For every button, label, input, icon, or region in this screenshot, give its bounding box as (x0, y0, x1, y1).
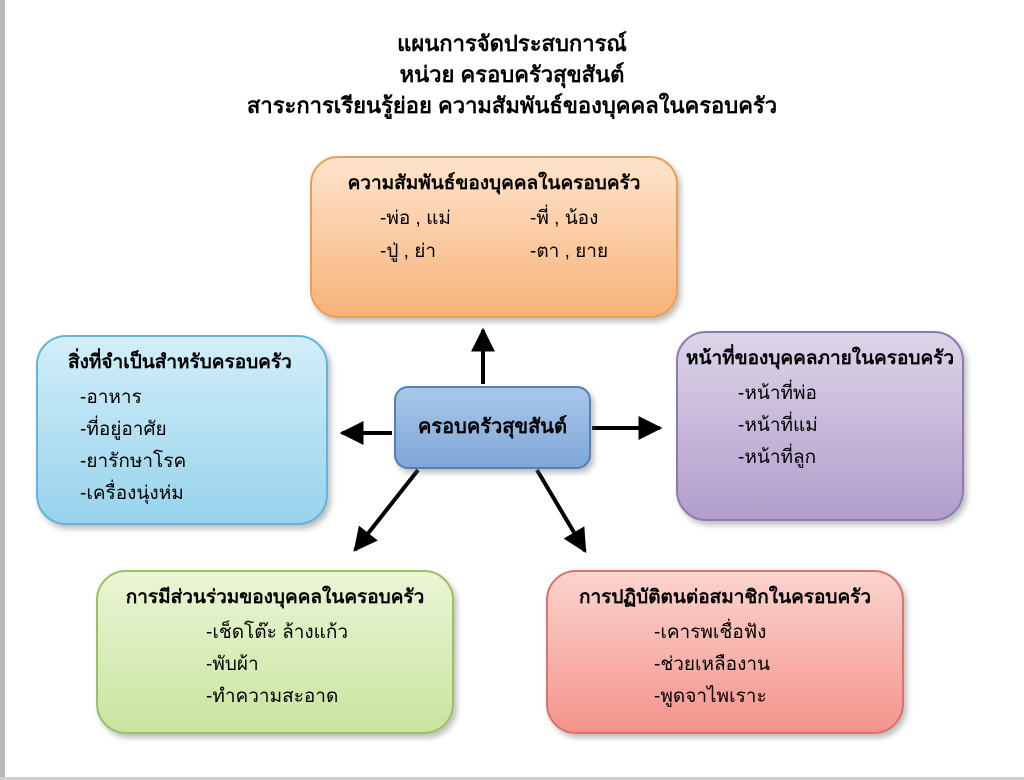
node-item-list: -อาหาร -ที่อยู่อาศัย -ยารักษาโรค -เครื่อ… (38, 378, 326, 511)
node-title: สิ่งที่จำเป็นสำหรับครอบครัว (68, 352, 292, 373)
arrow-to-behavior (535, 468, 587, 554)
node-item: -ช่วยเหลืองาน (654, 653, 771, 675)
page-title: แผนการจัดประสบการณ์ หน่วย ครอบครัวสุขสัน… (0, 28, 1024, 121)
node-item: -พูดจาไพเราะ (654, 686, 767, 708)
node-item: -พ่อ , แม่ (380, 207, 451, 229)
node-item: -เคารพเชื่อฟัง (654, 621, 767, 643)
node-item: -ทำความสะอาด (206, 686, 339, 708)
node-item: -ตา , ยาย (530, 240, 609, 262)
node-item-list: -เคารพเชื่อฟัง -ช่วยเหลืองาน -พูดจาไพเรา… (548, 613, 902, 714)
node-participation: การมีส่วนร่วมของบุคคลในครอบครัว -เช็ดโต๊… (96, 570, 454, 734)
node-item: -พับผ้า (206, 653, 259, 675)
node-duties: หน้าที่ของบุคคลภายในครอบครัว -หน้าที่พ่อ… (676, 331, 964, 521)
node-necessities: สิ่งที่จำเป็นสำหรับครอบครัว -อาหาร -ที่อ… (36, 335, 328, 525)
title-line-1: แผนการจัดประสบการณ์ (397, 31, 627, 56)
node-title: การปฏิบัติตนต่อสมาชิกในครอบครัว (578, 587, 872, 608)
node-item-list: -หน้าที่พ่อ -หน้าที่แม่ -หน้าที่ลูก (678, 374, 962, 475)
node-title: หน้าที่ของบุคคลภายในครอบครัว (685, 348, 955, 369)
node-item: -ยารักษาโรค (80, 451, 187, 473)
node-item-grid: -พ่อ , แม่ -พี่ , น้อง -ปู่ , ย่า -ตา , … (380, 203, 676, 268)
node-item: -อาหาร (80, 386, 142, 408)
node-title: การมีส่วนร่วมของบุคคลในครอบครัว (125, 587, 425, 608)
center-node: ครอบครัวสุขสันต์ (394, 386, 591, 469)
node-item: -หน้าที่ลูก (738, 447, 817, 469)
node-behavior: การปฏิบัติตนต่อสมาชิกในครอบครัว -เคารพเช… (546, 570, 904, 734)
title-line-2: หน่วย ครอบครัวสุขสันต์ (399, 62, 625, 87)
node-item: -ปู่ , ย่า (380, 240, 437, 262)
node-relationships: ความสัมพันธ์ของบุคคลในครอบครัว -พ่อ , แม… (310, 156, 678, 318)
screen-edge-bottom (0, 777, 1024, 780)
node-item: -ที่อยู่อาศัย (80, 418, 167, 440)
node-item: -เครื่องนุ่งห่ม (80, 483, 184, 505)
node-item: -หน้าที่แม่ (738, 414, 818, 436)
center-node-label: ครอบครัวสุขสันต์ (418, 416, 567, 438)
title-line-3: สาระการเรียนรู้ย่อย ความสัมพันธ์ของบุคคล… (246, 93, 778, 118)
screen-edge-left (0, 0, 5, 780)
arrow-to-participation (353, 468, 420, 552)
node-item: -เช็ดโต๊ะ ล้างแก้ว (206, 621, 349, 643)
node-title: ความสัมพันธ์ของบุคคลในครอบครัว (347, 173, 641, 194)
node-item: -หน้าที่พ่อ (738, 382, 817, 404)
node-item: -พี่ , น้อง (530, 207, 599, 229)
node-item-list: -เช็ดโต๊ะ ล้างแก้ว -พับผ้า -ทำความสะอาด (98, 613, 452, 714)
